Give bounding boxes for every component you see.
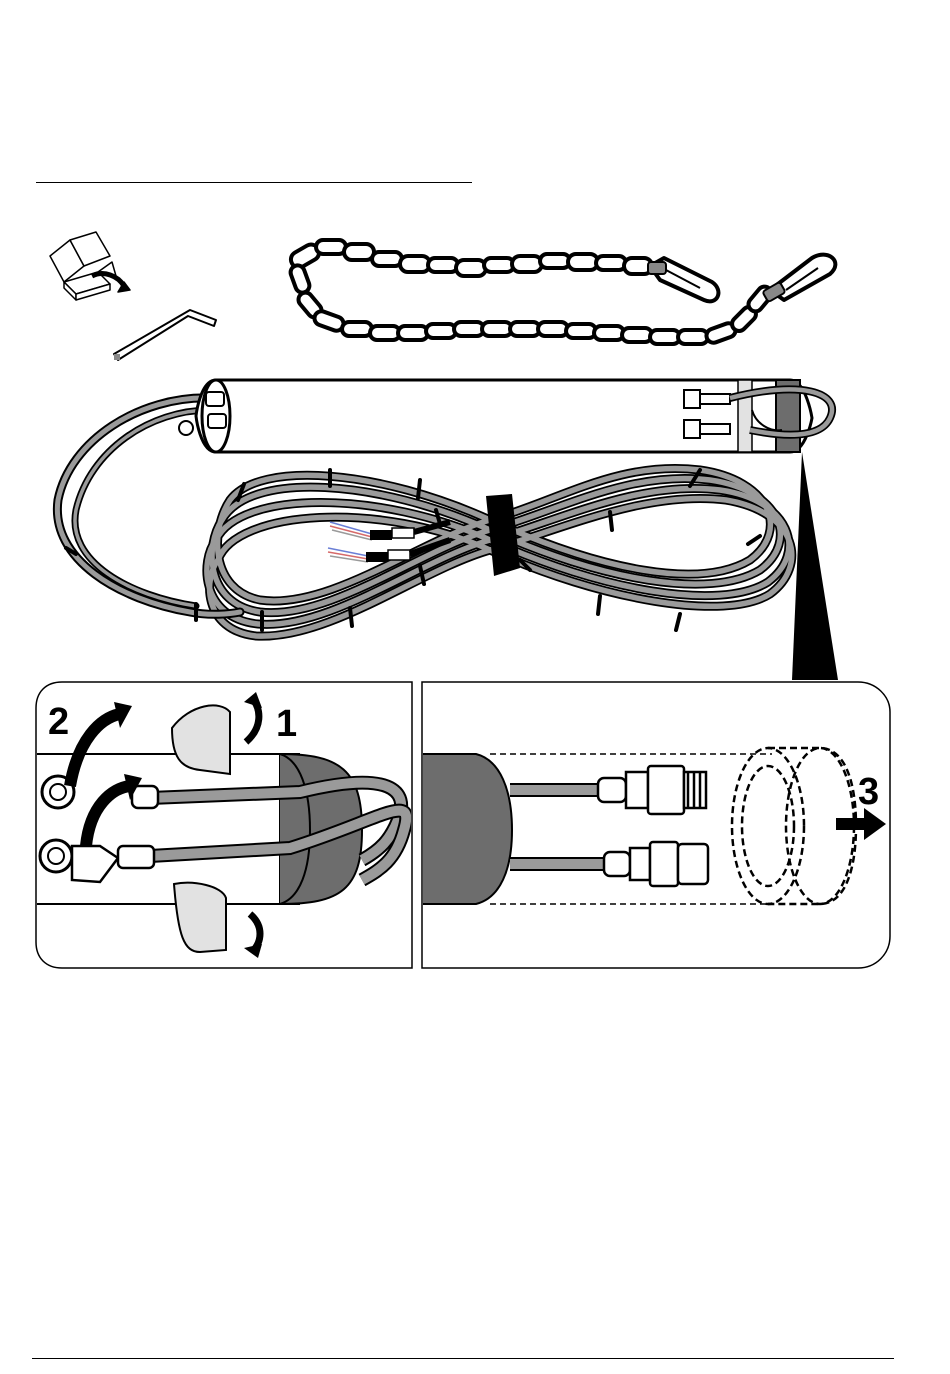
- detail-panel-disconnect: 2 1: [36, 682, 412, 968]
- box-icon: [50, 232, 130, 300]
- carabiner-icon: [762, 255, 835, 303]
- probe-icon: [57, 380, 832, 636]
- step-3-label: 3: [858, 771, 879, 813]
- carabiner-icon: [648, 258, 718, 301]
- footer-rule: [32, 1358, 894, 1359]
- hex-key-icon: [114, 310, 216, 360]
- detail-panel-remove-sleeve: 3: [422, 682, 890, 968]
- callout-pointer: [792, 452, 838, 680]
- step-1-label: 1: [276, 703, 297, 745]
- step-2-label: 2: [48, 701, 69, 743]
